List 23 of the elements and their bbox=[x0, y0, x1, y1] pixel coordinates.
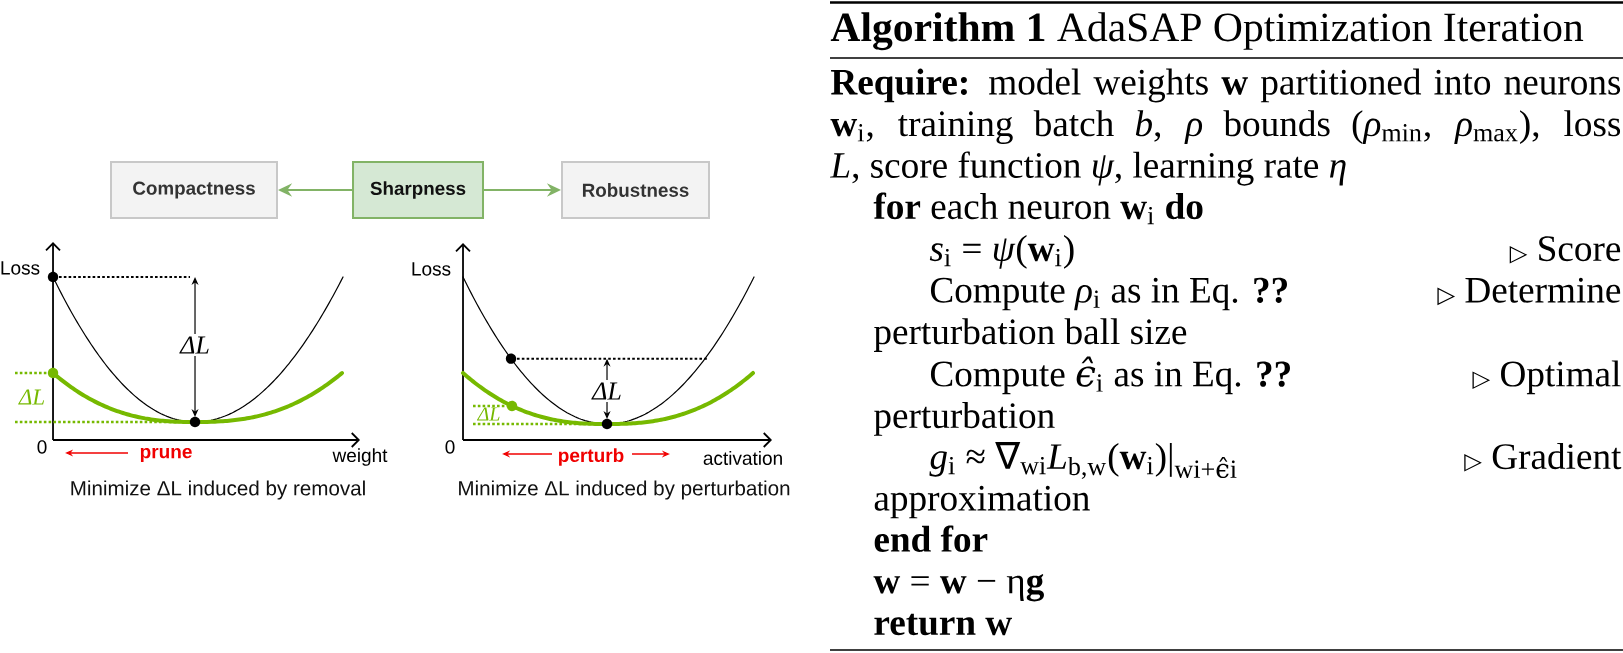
concept-box: Compactness bbox=[110, 161, 278, 219]
delta-label: ΔL bbox=[18, 389, 45, 405]
caption: Minimize ΔL induced by perturbation bbox=[459, 480, 790, 500]
concept-box: Robustness bbox=[561, 161, 710, 219]
pseudocode-line: end for bbox=[874, 525, 988, 552]
pseudocode-line: s$_{i}$ = ψ(w$_{i}$) ▷ Score bbox=[929, 235, 1621, 269]
pseudocode-line: for each neuron w$_{i}$ do bbox=[873, 192, 1203, 225]
delta-label: ΔL bbox=[177, 334, 213, 356]
axis-label: Loss bbox=[412, 262, 451, 276]
tick-label: 0 bbox=[37, 440, 47, 454]
direction-label: perturb bbox=[559, 448, 624, 466]
delta-label: ΔL bbox=[476, 407, 500, 421]
concept-box: Sharpness bbox=[352, 161, 484, 219]
algorithm-heading: Algorithm 1 AdaSAP Optimization Iteration bbox=[830, 12, 1584, 51]
axis-label: activation bbox=[703, 451, 782, 465]
pseudocode-line: return w bbox=[874, 613, 1012, 636]
direction-label: prune bbox=[140, 447, 192, 463]
tick-label: 0 bbox=[445, 440, 455, 454]
pseudocode-line: w = w − ηg bbox=[873, 574, 1044, 602]
axis-label: weight bbox=[332, 448, 388, 466]
delta-label: ΔL bbox=[589, 380, 625, 402]
axis-label: Loss bbox=[1, 261, 40, 275]
caption: Minimize ΔL induced by removal bbox=[71, 480, 365, 500]
